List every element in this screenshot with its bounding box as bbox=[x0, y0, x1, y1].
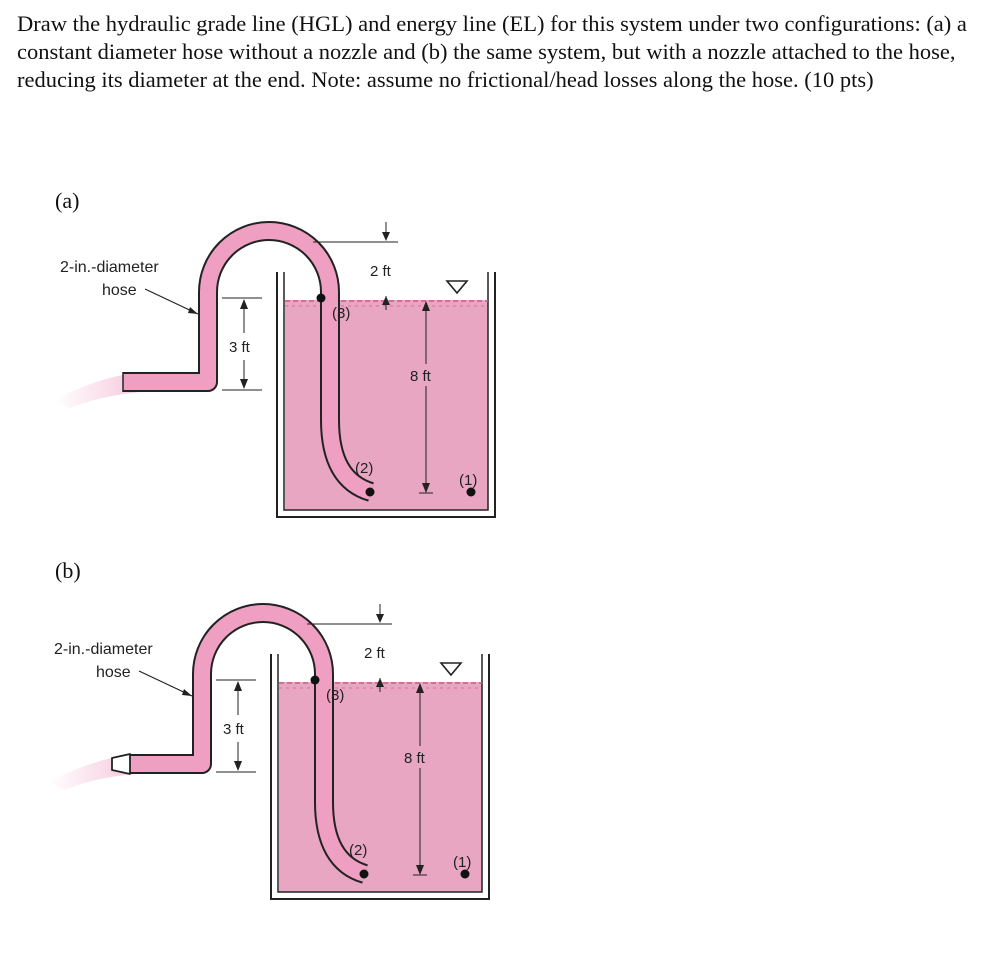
dim-top-arrow-up bbox=[376, 678, 384, 687]
hose-label-line2: hose bbox=[96, 664, 131, 681]
figure-a-diagram: 2-in.-diameter hose 3 ft 2 ft 8 ft (3) (… bbox=[55, 221, 496, 518]
dim-left-arrow-down bbox=[240, 379, 248, 389]
figure-a-label: (a) bbox=[55, 188, 80, 213]
point-2-dot bbox=[359, 869, 369, 879]
tank-inner-wall bbox=[277, 654, 483, 893]
figure-b-label: (b) bbox=[55, 558, 81, 583]
dim-left-arrow-up bbox=[234, 681, 242, 691]
tank-water bbox=[285, 300, 488, 510]
point-3-label: (3) bbox=[332, 305, 350, 322]
dim-left-label: 3 ft bbox=[229, 339, 251, 356]
dim-depth-arrow-up bbox=[422, 301, 430, 311]
point-1-label: (1) bbox=[453, 854, 471, 871]
point-3-dot bbox=[310, 675, 320, 685]
problem-statement: Draw the hydraulic grade line (HGL) and … bbox=[17, 11, 967, 92]
point-2-dot bbox=[365, 487, 375, 497]
dim-depth-label: 8 ft bbox=[404, 750, 426, 767]
free-surface-symbol bbox=[445, 280, 469, 295]
dim-depth-label: 8 ft bbox=[410, 368, 432, 385]
dim-top-label: 2 ft bbox=[370, 263, 392, 280]
point-1-dot bbox=[466, 487, 476, 497]
point-3-dot bbox=[316, 293, 326, 303]
tank-outer-wall bbox=[270, 654, 490, 900]
point-3-label: (3) bbox=[326, 687, 344, 704]
hose bbox=[123, 223, 374, 500]
hose-label-arrowhead bbox=[182, 689, 192, 696]
nozzle bbox=[111, 753, 131, 775]
hose-label-line1: 2-in.-diameter bbox=[60, 259, 159, 276]
hose-label-arrowhead bbox=[188, 307, 198, 314]
hose bbox=[130, 605, 368, 882]
point-2-label: (2) bbox=[349, 842, 367, 859]
tank-inner-wall bbox=[283, 272, 489, 511]
dim-left-arrow-up bbox=[240, 299, 248, 309]
dim-top-arrow-down bbox=[376, 614, 384, 623]
point-2-label: (2) bbox=[355, 460, 373, 477]
dim-depth-arrow-down bbox=[422, 483, 430, 493]
dim-top-arrow-up bbox=[382, 296, 390, 305]
dim-depth-arrow-down bbox=[416, 865, 424, 875]
dim-top-arrow-down bbox=[382, 232, 390, 241]
point-1-label: (1) bbox=[459, 472, 477, 489]
free-surface-symbol bbox=[439, 662, 463, 677]
hose-label-line1: 2-in.-diameter bbox=[54, 641, 153, 658]
tank-water bbox=[279, 682, 482, 892]
dim-left-arrow-down bbox=[234, 761, 242, 771]
tank-outer-wall bbox=[276, 272, 496, 518]
point-1-dot bbox=[460, 869, 470, 879]
dim-depth-arrow-up bbox=[416, 683, 424, 693]
dim-left-label: 3 ft bbox=[223, 721, 245, 738]
dim-top-label: 2 ft bbox=[364, 645, 386, 662]
hose-label-line2: hose bbox=[102, 282, 137, 299]
figure-b-diagram: 2-in.-diameter hose 3 ft 2 ft 8 ft (3) (… bbox=[49, 603, 490, 900]
